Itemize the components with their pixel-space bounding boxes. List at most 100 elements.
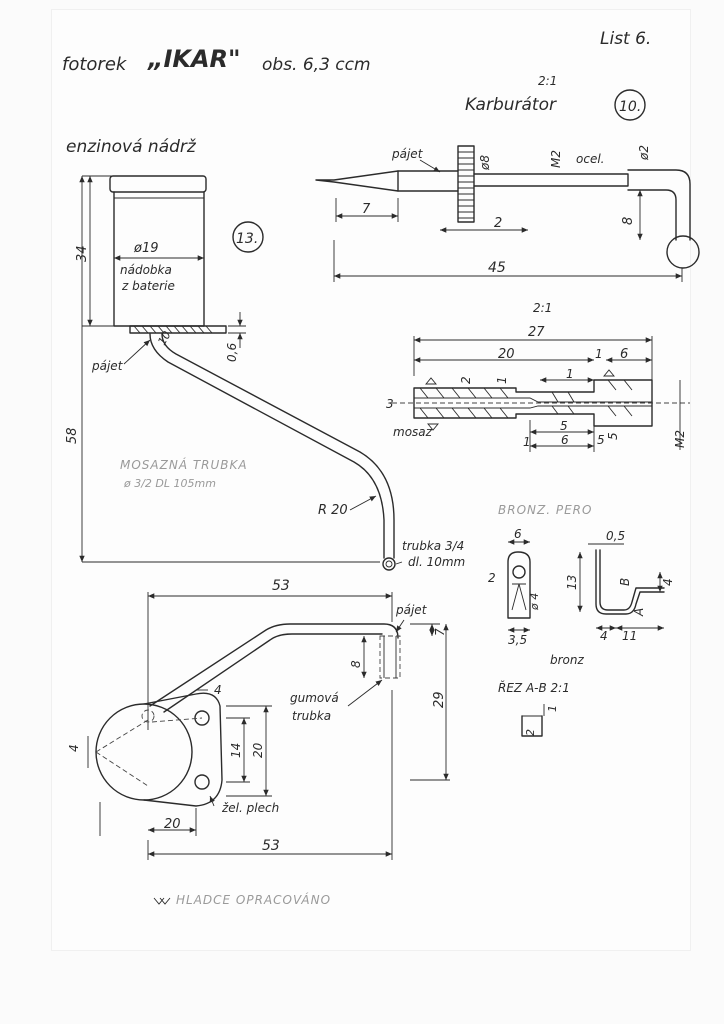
rubber-label-1: gumová bbox=[290, 691, 339, 705]
spring-label-a: A bbox=[632, 608, 646, 617]
tank-base-plate bbox=[129, 325, 227, 334]
spring-dim-4a: 4 bbox=[661, 578, 675, 586]
tube-material-2: ø 3/2 DL 105mm bbox=[123, 477, 216, 490]
surface-finish-symbol bbox=[153, 897, 171, 905]
nozzle-dim-1b: 1 bbox=[566, 367, 574, 381]
bracket-dim-53-top: 53 bbox=[272, 578, 290, 594]
nozzle-hatch bbox=[419, 379, 633, 419]
nozzle-dim-27: 27 bbox=[528, 325, 545, 340]
bracket-dim-4a: 4 bbox=[214, 683, 222, 697]
footer-note: HLADCE OPRACOVÁNO bbox=[176, 892, 331, 907]
carb-solder-label: pájet bbox=[391, 147, 424, 161]
bracket-wire-inner bbox=[163, 633, 383, 713]
needle-shank bbox=[397, 170, 459, 192]
nozzle-scale: 2:1 bbox=[533, 301, 552, 315]
bracket-round-plate bbox=[95, 703, 193, 801]
carburetor-number: 10. bbox=[619, 99, 641, 115]
nozzle-dim-6b: 6 bbox=[561, 433, 569, 447]
steel-rod bbox=[473, 173, 629, 187]
title-suffix: obs. 6,3 ccm bbox=[262, 55, 371, 75]
nozzle-section: 2:1 27 20 1 6 3 2 1 1 mosaz 5 5 1 bbox=[386, 301, 690, 452]
bracket-hidden-lines bbox=[95, 717, 203, 787]
spring-dim-d4: ø 4 bbox=[528, 593, 541, 611]
bracket-dim-8: 8 bbox=[349, 660, 363, 668]
carb-dim-d2: ø2 bbox=[637, 145, 651, 161]
rubber-tube bbox=[379, 635, 401, 679]
rubber-label-2: trubka bbox=[292, 709, 331, 723]
fuel-tube-outer bbox=[149, 333, 385, 559]
tank-section: enzinová nádrž 13. ø19 nádobka z baterie… bbox=[65, 137, 380, 563]
spring-dim-05: 0,5 bbox=[606, 529, 625, 543]
needle-tip bbox=[315, 170, 399, 192]
title-name: „IKAR" bbox=[147, 45, 241, 73]
nozzle-dim-1a: 1 bbox=[595, 347, 603, 361]
tube-end-label-1: trubka 3/4 bbox=[402, 539, 464, 553]
bracket-plate-outline bbox=[143, 692, 223, 807]
tube-section: MOSAZNÁ TRUBKA ø 3/2 DL 105mm R 20 trubk… bbox=[120, 333, 465, 571]
nozzle-dim-m2: M2 bbox=[673, 430, 687, 448]
sheet-number: List 6. bbox=[600, 29, 651, 49]
spring-dim-6: 6 bbox=[514, 527, 522, 541]
carburetor-section: 2:1 Karburátor 10. pájet ø8 M2 ocel. ø2 … bbox=[315, 74, 700, 282]
bracket-dim-20-horizontal: 20 bbox=[164, 817, 181, 832]
carb-dim-d8: ø8 bbox=[478, 155, 492, 171]
spring-section-label: ŘEZ A-B 2:1 bbox=[498, 680, 570, 695]
tank-number-circle bbox=[232, 221, 264, 253]
tank-solder-label: pájet bbox=[91, 359, 124, 373]
carb-steel-label: ocel. bbox=[576, 152, 604, 166]
header: fotorek „IKAR" obs. 6,3 ccm List 6. bbox=[62, 29, 651, 75]
tank-number: 13. bbox=[236, 231, 258, 247]
nozzle-dim-5b: 5 bbox=[606, 432, 620, 440]
carb-dim-2: 2 bbox=[494, 216, 502, 231]
section-dim-2: 2 bbox=[524, 729, 537, 736]
tank-lid bbox=[109, 175, 207, 193]
tube-material-1: MOSAZNÁ TRUBKA bbox=[120, 457, 248, 472]
spring-front-view bbox=[507, 551, 531, 619]
bracket-dim-53-bottom: 53 bbox=[262, 838, 280, 854]
spring-side-view bbox=[595, 549, 665, 615]
tube-end-label-2: dl. 10mm bbox=[408, 555, 465, 569]
tank-title: enzinová nádrž bbox=[66, 137, 197, 157]
plate-material-label: žel. plech bbox=[221, 801, 279, 815]
carburetor-title: Karburátor bbox=[465, 95, 557, 115]
bracket-dim-20-vertical: 20 bbox=[251, 742, 265, 758]
nozzle-material: mosaz bbox=[393, 425, 433, 439]
tank-dim-58: 58 bbox=[65, 427, 80, 444]
tank-dim-06: 0,6 bbox=[225, 343, 239, 362]
footer: HLADCE OPRACOVÁNO bbox=[153, 892, 331, 907]
nozzle-dim-d1: 1 bbox=[495, 376, 509, 384]
tank-dim-10: 10 bbox=[155, 329, 173, 348]
plate-hole-top bbox=[194, 710, 210, 726]
bracket-dim-4b: 4 bbox=[67, 744, 81, 752]
carburetor-scale: 2:1 bbox=[538, 74, 557, 88]
plate-hole-bottom bbox=[194, 774, 210, 790]
tank-body bbox=[113, 191, 205, 327]
nozzle-dim-5c: 5 bbox=[597, 433, 605, 447]
bracket-dim-14: 14 bbox=[229, 743, 243, 758]
carb-dim-45: 45 bbox=[488, 260, 506, 276]
spring-title: BRONZ. PERO bbox=[498, 503, 592, 517]
carb-dim-7: 7 bbox=[362, 202, 371, 217]
nozzle-dim-20: 20 bbox=[498, 347, 515, 362]
bent-wire bbox=[627, 169, 691, 241]
section-ab-profile bbox=[521, 715, 543, 737]
title-prefix: fotorek bbox=[62, 54, 128, 75]
tube-radius: R 20 bbox=[318, 503, 348, 518]
spring-section: BRONZ. PERO 6 2 ø 4 3,5 0,5 13 B A 4 4 bbox=[488, 503, 675, 737]
knurl-hatch bbox=[458, 151, 474, 219]
carburetor-number-circle bbox=[614, 89, 646, 121]
wire-ball bbox=[666, 235, 700, 269]
knurled-nut bbox=[457, 145, 475, 223]
paper bbox=[52, 10, 690, 950]
bracket-dim-7: 7 bbox=[433, 628, 447, 636]
tube-end bbox=[382, 557, 396, 571]
nozzle-dim-6a: 6 bbox=[620, 347, 628, 362]
spring-dim-11: 11 bbox=[622, 629, 637, 643]
nozzle-body bbox=[413, 379, 653, 427]
base-hatch bbox=[133, 325, 213, 334]
spring-label-b: B bbox=[618, 578, 632, 586]
spring-dim-4b: 4 bbox=[600, 629, 608, 643]
nozzle-dim-5a: 5 bbox=[560, 419, 568, 433]
tank-label-1: nádobka bbox=[120, 263, 172, 277]
